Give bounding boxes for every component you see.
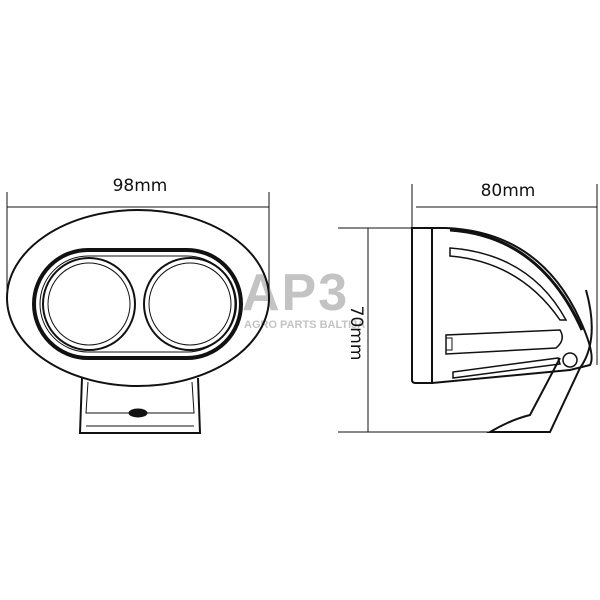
housing-outline (6, 209, 270, 387)
front-width-label: 98mm (113, 176, 168, 196)
pivot-bolt (562, 352, 578, 368)
right-lens-inner (148, 262, 232, 346)
side-depth-label: 80mm (481, 181, 536, 201)
watermark-logo-text: AP3 (242, 264, 349, 322)
right-lens (143, 257, 237, 351)
lens-bezel (32, 248, 243, 360)
left-lens (42, 257, 136, 351)
watermark-tagline: AGRO PARTS BALTIJA (244, 319, 365, 331)
housing-top-rib (449, 228, 584, 331)
middle-fin (445, 329, 563, 355)
front-view (6, 192, 270, 434)
mounting-hole (128, 408, 148, 418)
front-bezel-side (411, 227, 433, 384)
lower-fin (452, 357, 561, 379)
fin-slot (445, 337, 453, 351)
upper-fin (449, 247, 568, 321)
watermark-logo: AP3 AGRO PARTS BALTIJA (242, 264, 365, 331)
lens-bezel-inner (39, 255, 236, 353)
mounting-bracket (78, 377, 202, 434)
side-height-label: 70mm (346, 306, 366, 361)
bracket-side (486, 289, 593, 433)
left-lens-inner (47, 262, 131, 346)
side-view (338, 184, 598, 433)
housing-side-outline (431, 227, 593, 384)
